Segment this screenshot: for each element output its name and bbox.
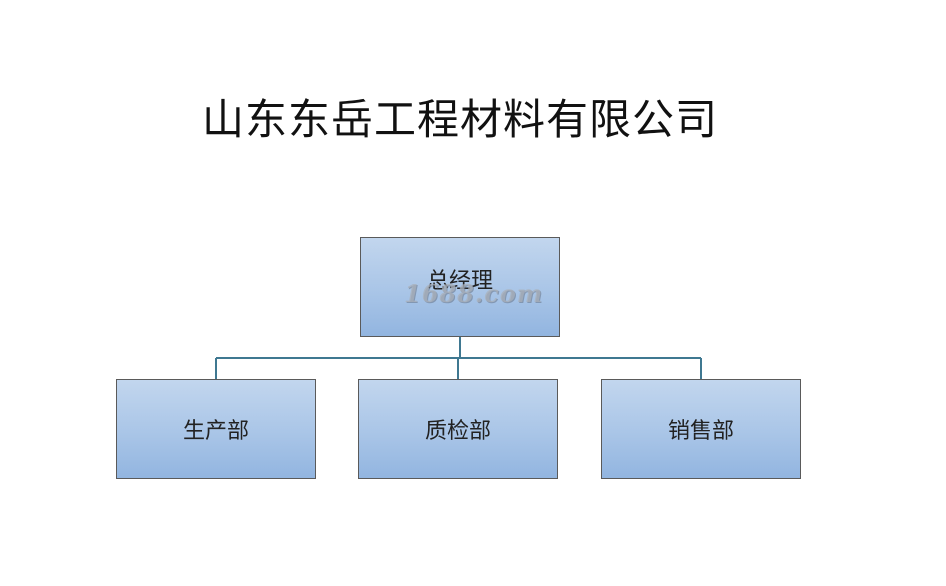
org-node-production: 生产部 (116, 379, 316, 479)
corner-mark: ` (20, 0, 26, 8)
org-node-label: 质检部 (424, 419, 491, 444)
watermark: 1688.com (404, 279, 544, 308)
org-node-label: 销售部 (667, 419, 734, 444)
org-node-quality: 质检部 (358, 379, 558, 479)
org-node-sales: 销售部 (601, 379, 801, 479)
org-node-label: 总经理 (426, 269, 493, 294)
org-node-label: 生产部 (182, 419, 249, 444)
page-title: 山东东岳工程材料有限公司 (201, 95, 718, 144)
org-node-general-manager: 总经理 (360, 237, 560, 337)
